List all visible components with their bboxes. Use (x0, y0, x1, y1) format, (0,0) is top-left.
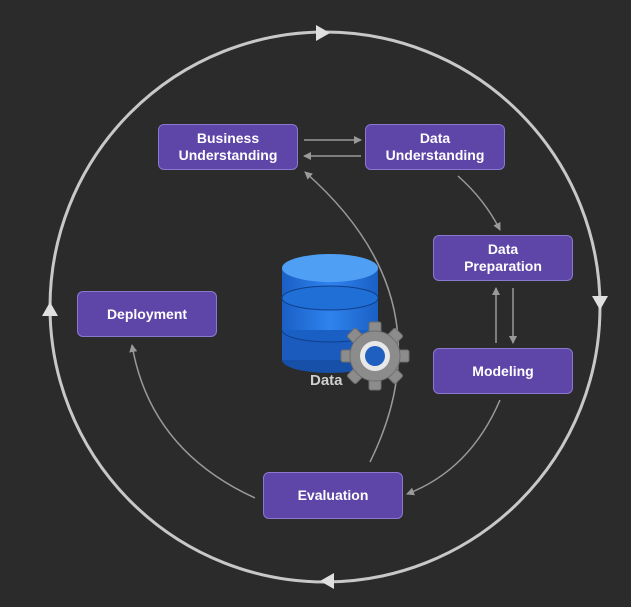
arrow-modeling-to-evaluation (406, 399, 501, 496)
data-preparation-box: Data Preparation (433, 235, 573, 281)
modeling-box: Modeling (433, 348, 573, 394)
arrow-evaluation-to-deployment (129, 344, 256, 499)
ring-arrow-top-icon (316, 25, 330, 41)
ring-arrow-bottom-icon (320, 573, 334, 589)
arrow-data-understanding-to-preparation (457, 175, 501, 231)
evaluation-box: Evaluation (263, 472, 403, 519)
ring-arrow-left-icon (42, 302, 58, 316)
gear-icon (340, 321, 410, 391)
ring-arrow-right-icon (592, 296, 608, 310)
arrow-evaluation-to-business (304, 171, 400, 463)
database-icon (281, 254, 379, 373)
data-understanding-box: Data Understanding (365, 124, 505, 170)
data-label: Data (310, 372, 343, 389)
business-understanding-box: Business Understanding (158, 124, 298, 170)
deployment-box: Deployment (77, 291, 217, 337)
